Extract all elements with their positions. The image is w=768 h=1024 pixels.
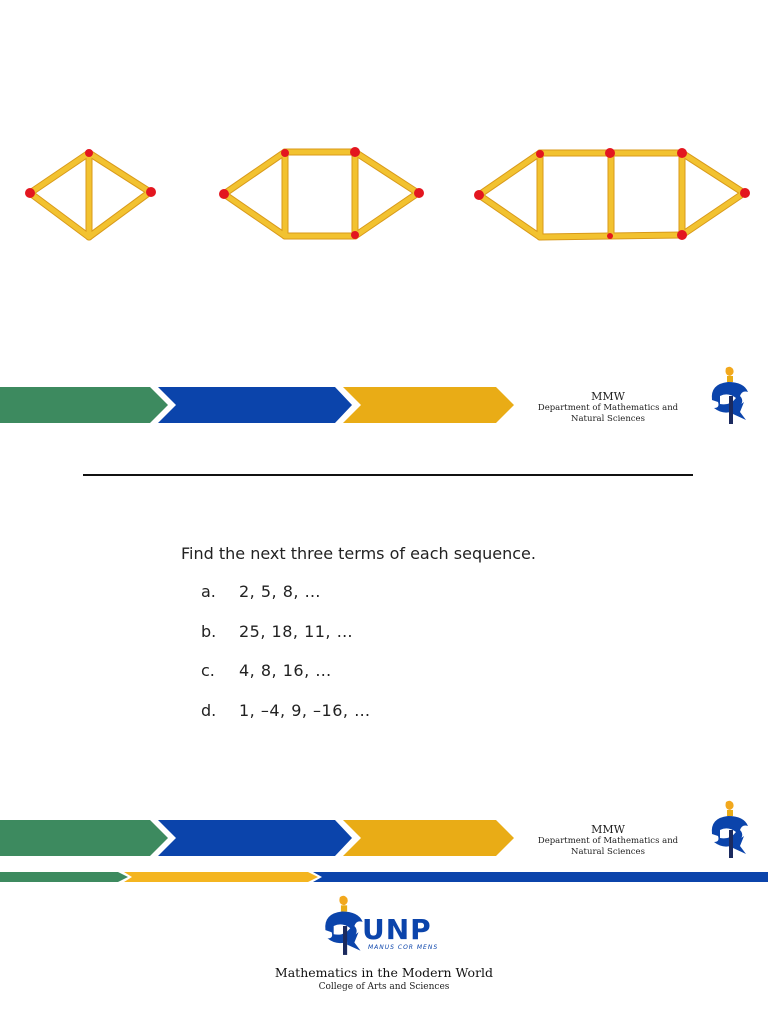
matchstick-figure-1 — [25, 149, 156, 241]
matchstick-figure-2 — [219, 147, 424, 240]
item-label: d. — [201, 700, 217, 720]
item-sequence: 25, 18, 11, … — [239, 621, 354, 641]
list-item: a. 2, 5, 8, … — [201, 582, 371, 622]
item-sequence: 1, –4, 9, –16, … — [239, 700, 371, 720]
item-label: c. — [201, 661, 215, 680]
sequence-list: a. 2, 5, 8, … b. 25, 18, 11, … c. 4, 8, 16,… — [201, 582, 371, 740]
department-header-top: MMW Department of Mathematics and Natura… — [528, 390, 688, 425]
course-title: Mathematics in the Modern World — [274, 965, 494, 980]
university-acronym: UNP — [362, 913, 432, 946]
college-name: College of Arts and Sciences — [318, 982, 450, 992]
unp-mascot-logo-icon — [711, 366, 748, 424]
item-sequence: 4, 8, 16, … — [239, 661, 332, 680]
item-label: b. — [201, 621, 217, 641]
chevron-band-top — [0, 387, 514, 423]
question-prompt: Find the next three terms of each sequen… — [181, 544, 536, 563]
department-name: Department of Mathematics and Natural Sc… — [537, 836, 679, 857]
course-code: MMW — [591, 390, 625, 403]
unp-mascot-logo-icon — [711, 800, 748, 858]
item-sequence: 2, 5, 8, … — [239, 582, 322, 601]
list-item: c. 4, 8, 16, … — [201, 661, 371, 701]
university-motto: MANUS COR MENS — [368, 944, 439, 951]
department-header-bottom: MMW Department of Mathematics and Natura… — [528, 823, 688, 858]
unp-footer-logo: UNP MANUS COR MENS — [318, 895, 443, 957]
divider-line — [83, 474, 693, 476]
unp-mascot-logo-icon — [325, 895, 363, 955]
course-code: MMW — [591, 823, 625, 836]
list-item: b. 25, 18, 11, … — [201, 622, 371, 662]
tricolor-stripe — [0, 872, 768, 882]
list-item: d. 1, –4, 9, –16, … — [201, 701, 371, 741]
matchstick-figure-3 — [474, 148, 750, 241]
department-name: Department of Mathematics and Natural Sc… — [537, 403, 679, 424]
item-label: a. — [201, 582, 216, 601]
matchstick-figures: .stick { stroke: #f2c230; stroke-width: … — [25, 147, 750, 241]
chevron-band-bottom — [0, 820, 514, 856]
